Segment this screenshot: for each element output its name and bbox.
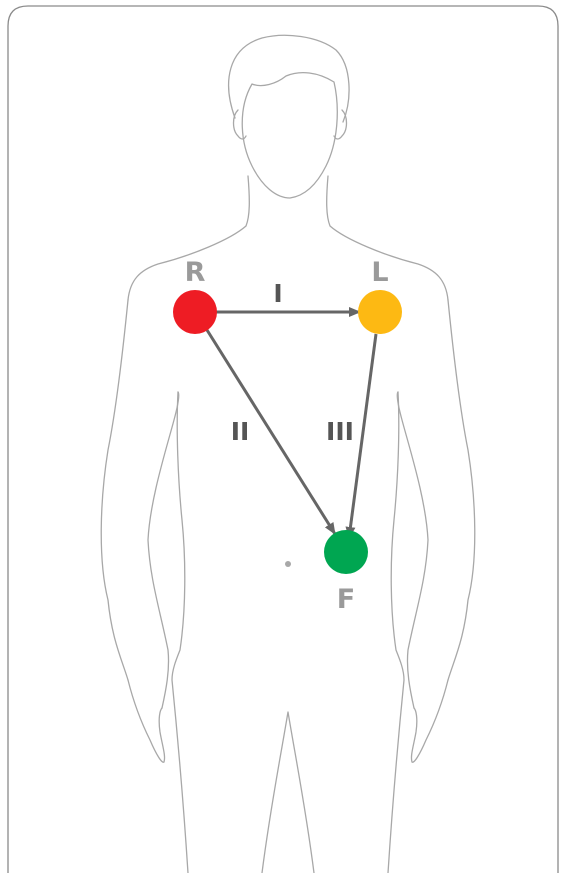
right-arm-inner (397, 392, 428, 708)
left-torso (172, 392, 188, 873)
right-arm-outer (448, 300, 475, 680)
body-silhouette (101, 35, 475, 873)
left-ear (234, 110, 247, 139)
face-outline (242, 73, 337, 198)
electrode-label-l: L (371, 257, 388, 288)
electrode-label-r: R (185, 257, 206, 288)
left-hand (128, 680, 165, 762)
left-arm-inner (148, 392, 179, 708)
inner-legs (262, 712, 314, 873)
electrode-label-f: F (337, 584, 355, 615)
head-outline (229, 35, 349, 122)
lead-label-i: I (273, 279, 282, 308)
right-hand (411, 680, 448, 762)
navel-dot (285, 561, 291, 567)
electrode-left-leg (324, 530, 368, 574)
electrode-right-arm (173, 290, 217, 334)
electrode-left-arm (358, 290, 402, 334)
lead-label-iii: III (326, 417, 354, 446)
lead-label-ii: II (231, 417, 250, 446)
left-arm-outer (101, 300, 128, 680)
lead-ii-arrow (207, 330, 335, 534)
right-torso (388, 392, 404, 873)
